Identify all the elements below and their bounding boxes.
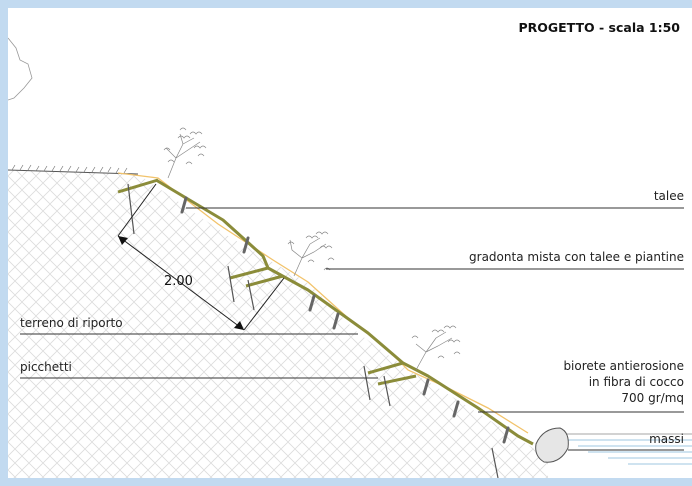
water-area [548,433,692,465]
soil-fill-area [8,170,548,478]
label-picchetti: picchetti [20,360,72,374]
stakes [127,183,499,478]
label-biorete-line2: in fibra di cocco [588,375,684,389]
slope-geogrid [155,178,534,446]
label-biorete-line3: 700 gr/mq [621,391,684,405]
leader-lines [20,207,684,451]
boulder [535,427,569,463]
plant-shrub-1 [163,127,207,179]
drawing-title: PROGETTO - scala 1:50 [518,20,680,35]
terrace-branch-1 [117,178,159,194]
dimension-value: 2.00 [164,274,193,289]
ground-line [8,169,139,175]
label-biorete-line1: biorete antierosione [563,359,684,373]
plant-shrub-3 [411,325,461,371]
dimension-arrow-end [234,321,244,330]
terrace-branch-2 [245,274,284,288]
label-talee: talee [653,189,684,203]
grass-marks [11,164,128,174]
drawing-sheet: PROGETTO - scala 1:50 2.00 talee gradont… [8,8,692,478]
rock-outline [8,37,33,101]
dimension-line [117,183,285,331]
cross-section-drawing [8,37,692,478]
label-biorete: biorete antierosione in fibra di cocco 7… [563,358,684,406]
label-massi: massi [649,432,684,446]
label-terreno: terreno di riporto [20,316,123,330]
label-gradonata: gradonta mista con talee e piantine [469,250,684,264]
anchor-pins [180,196,510,444]
dimension-arrow-start [118,236,128,245]
plant-shrub-2 [287,231,335,277]
terrace-branch-3 [377,374,417,386]
